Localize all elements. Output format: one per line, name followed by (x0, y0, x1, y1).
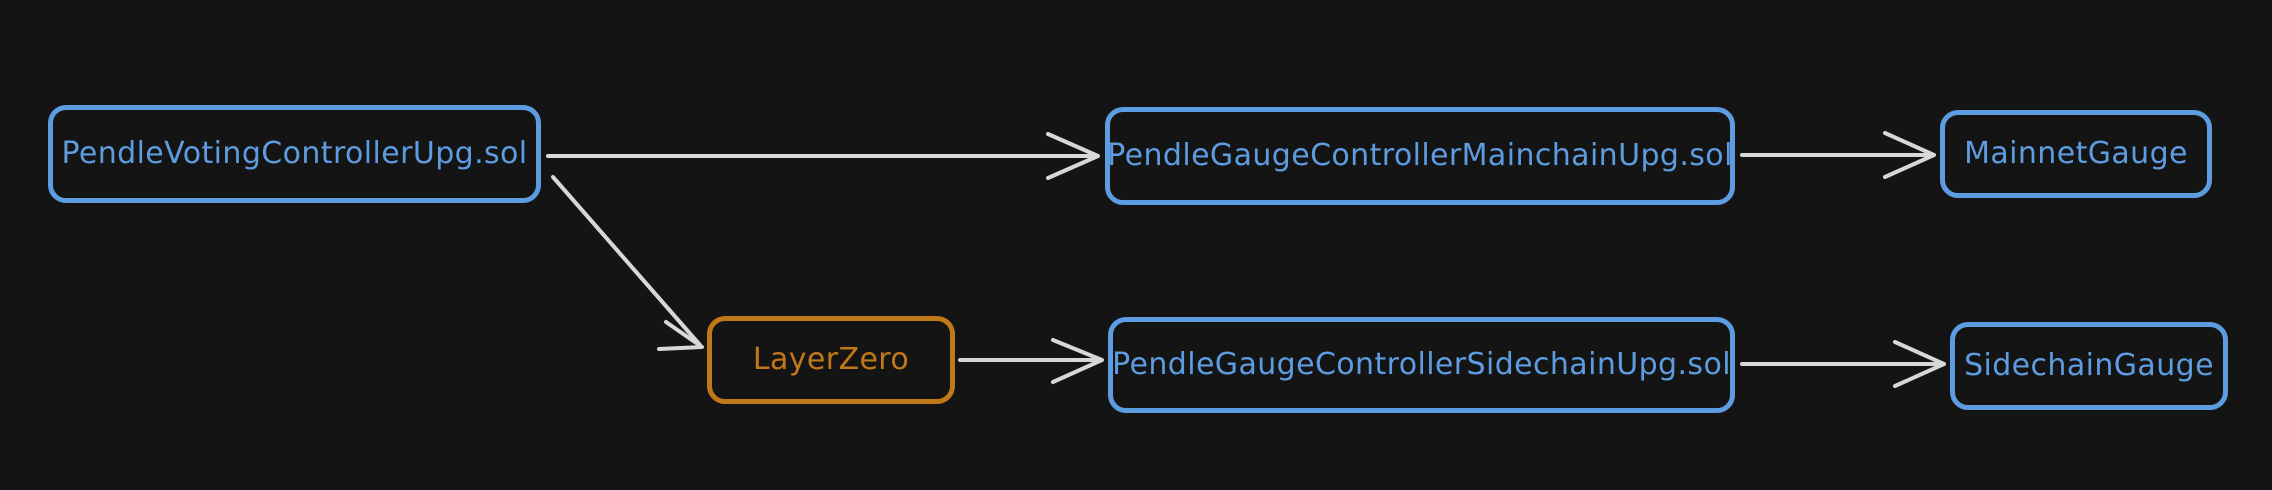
edge-voting-to-layerzero-line (551, 175, 702, 347)
edge-layerzero-to-sidechain-arrowhead-icon (1051, 338, 1104, 384)
node-voting-controller[interactable]: PendleVotingControllerUpg.sol (48, 105, 541, 203)
node-gauge-controller-sidechain[interactable]: PendleGaugeControllerSidechainUpg.sol (1108, 317, 1735, 413)
edge-mainchain-to-mainnetgauge-arrowhead-icon (1883, 131, 1936, 179)
edge-layerzero-to-sidechain (958, 338, 1104, 384)
node-label-layerzero: LayerZero (752, 342, 910, 377)
node-label-mainnet-gauge: MainnetGauge (1964, 136, 2188, 171)
node-label-gauge-controller-sidechain: PendleGaugeControllerSidechainUpg.sol (1112, 347, 1731, 382)
edge-voting-to-mainchain (546, 132, 1100, 180)
node-sidechain-gauge[interactable]: SidechainGauge (1950, 322, 2228, 410)
edge-voting-to-layerzero (551, 175, 704, 351)
node-label-gauge-controller-mainchain: PendleGaugeControllerMainchainUpg.sol (1107, 138, 1733, 173)
edge-sidechain-to-sidechaingauge (1740, 340, 1946, 388)
edge-mainchain-to-mainnetgauge (1740, 131, 1936, 179)
edge-sidechain-to-sidechaingauge-arrowhead-icon (1893, 340, 1946, 388)
node-label-sidechain-gauge: SidechainGauge (1964, 348, 2214, 383)
edge-voting-to-mainchain-arrowhead-icon (1046, 132, 1100, 180)
edge-voting-to-layerzero-arrowhead-icon (657, 320, 704, 351)
node-gauge-controller-mainchain[interactable]: PendleGaugeControllerMainchainUpg.sol (1105, 107, 1735, 205)
node-label-voting-controller: PendleVotingControllerUpg.sol (61, 136, 528, 171)
node-layerzero[interactable]: LayerZero (707, 316, 955, 404)
node-mainnet-gauge[interactable]: MainnetGauge (1940, 110, 2212, 198)
